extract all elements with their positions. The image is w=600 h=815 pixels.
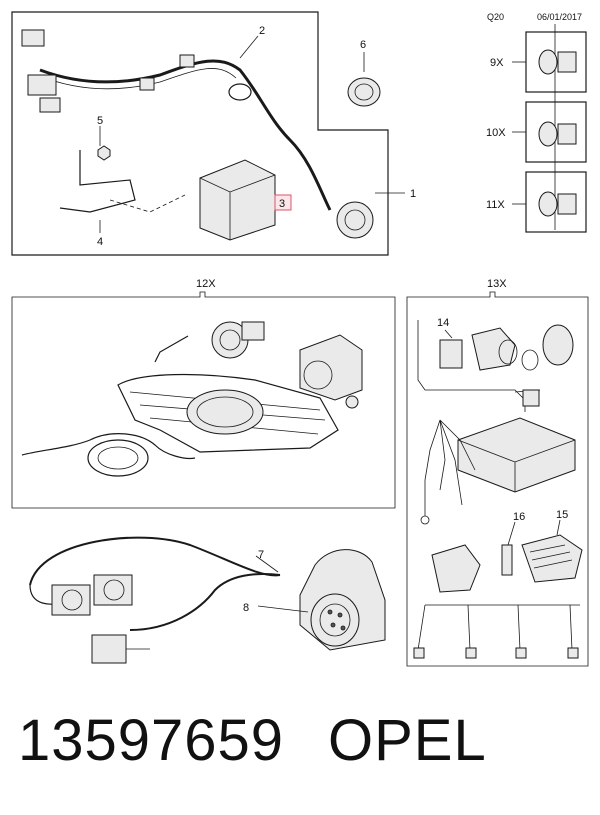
callout-9x: 9X [490, 57, 504, 69]
parking-sensor [471, 327, 516, 371]
grommet-part: 6 [347, 39, 381, 107]
callout-4: 4 [97, 236, 103, 248]
part-number: 13597659 [18, 708, 285, 773]
trailer-module [199, 159, 276, 241]
bulb-group: 9X 10X 11X [486, 24, 587, 233]
mounting-pad [521, 534, 583, 583]
trailer-socket-part: 8 [243, 549, 386, 651]
callout-5: 5 [97, 115, 103, 127]
callout-10x: 10X [486, 127, 506, 139]
harness-connector [39, 97, 61, 113]
sensor-connector [439, 339, 463, 369]
cable-connector-a [51, 584, 91, 616]
parking-sensor-kit-panel: 13X 14 16 15 [406, 278, 589, 667]
bulb-box-11x [525, 171, 587, 233]
callout-7: 7 [258, 549, 264, 561]
cable-plug [91, 634, 127, 664]
callout-3: 3 [279, 198, 285, 210]
chrome-trim [21, 433, 196, 460]
sensor-holder [542, 324, 574, 366]
wiring-connector [431, 544, 481, 593]
trailer-cable-part: 7 [29, 536, 281, 664]
callout-3-highlight [274, 194, 292, 211]
cable-connector-b [93, 574, 133, 606]
callout-11x: 11X [486, 199, 505, 211]
parking-control-module [457, 417, 576, 493]
callout-2: 2 [259, 25, 265, 37]
fuse-holder [501, 544, 513, 576]
callout-12x: 12X [196, 278, 216, 290]
fog-lamp-bezel [117, 373, 339, 453]
allen-key [154, 335, 189, 363]
callout-8: 8 [243, 602, 249, 614]
nut [97, 145, 111, 161]
fog-lamp [299, 334, 363, 401]
harness-connector [27, 74, 57, 96]
diagram-code: Q20 [487, 12, 504, 22]
callout-14: 14 [437, 317, 449, 329]
callout-6: 6 [360, 39, 366, 51]
trailer-socket [336, 201, 374, 239]
callout-15: 15 [556, 509, 568, 521]
brand-name: OPEL [328, 708, 487, 773]
main-harness-panel: 3 2 5 4 1 [11, 11, 416, 256]
callout-16: 16 [513, 511, 525, 523]
fog-light-kit-panel: 12X [11, 278, 396, 509]
callout-13x: 13X [487, 278, 507, 290]
harness-connector [21, 29, 45, 47]
diagram-date: 06/01/2017 [537, 12, 582, 22]
callout-1: 1 [410, 188, 416, 200]
mounting-bracket [59, 150, 136, 213]
